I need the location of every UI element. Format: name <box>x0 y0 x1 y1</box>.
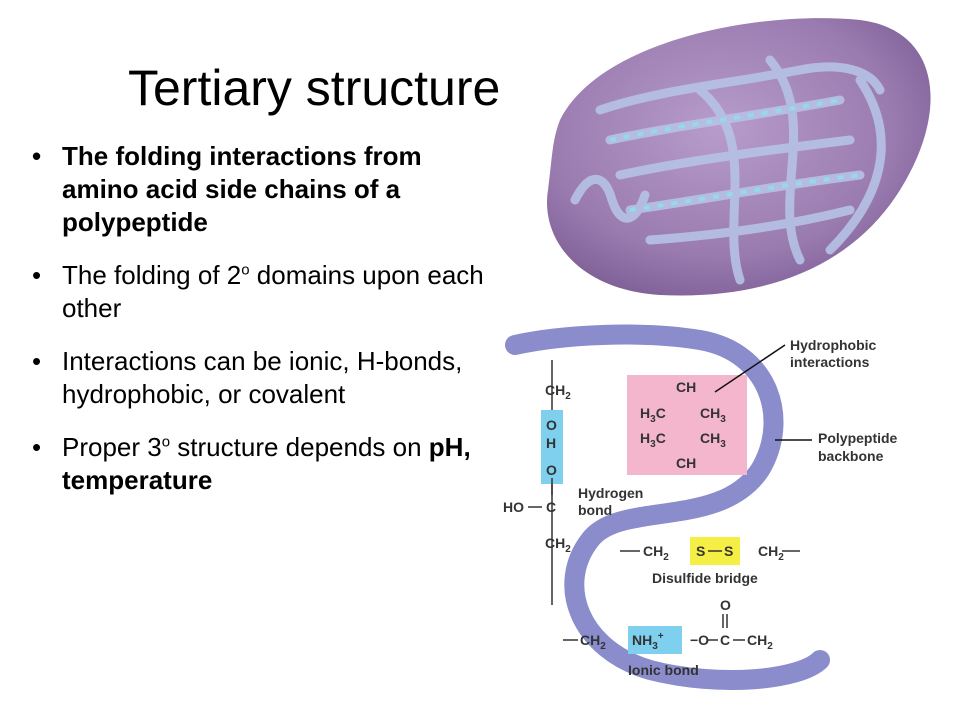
label-hydrophobic-1: Hydrophobic <box>790 337 877 353</box>
bullet-4-post: structure depends on <box>170 432 429 462</box>
bullet-2-sup: o <box>241 261 250 279</box>
bullet-4-sup: o <box>161 433 171 451</box>
hbond-box <box>541 410 563 484</box>
label-hydrogen-2: bond <box>578 502 612 518</box>
label-hydrophobic-2: interactions <box>790 354 870 370</box>
chem-s-1: S <box>696 543 705 559</box>
chem-o-2: O <box>546 462 557 478</box>
label-hydrogen-1: Hydrogen <box>578 485 643 501</box>
label-disulfide: Disulfide bridge <box>652 570 758 586</box>
chem-ch-top: CH <box>676 379 696 395</box>
chem-ch2-ionic-right: CH2 <box>747 632 773 652</box>
chem-neg-o: −O <box>690 632 709 648</box>
bullet-3-text: Interactions can be ionic, H-bonds, hydr… <box>62 346 463 409</box>
slide-title: Tertiary structure <box>128 60 501 116</box>
polypeptide-backbone <box>505 324 830 690</box>
chem-h: H <box>546 435 556 451</box>
chem-ch3-1: CH3 <box>700 405 726 425</box>
bullet-4: Proper 3o structure depends on pH, tempe… <box>32 431 502 497</box>
bullet-2: The folding of 2o domains upon each othe… <box>32 259 502 325</box>
chem-o-1: O <box>546 417 557 433</box>
chem-nh3: NH3+ <box>632 631 664 652</box>
ionic-box <box>628 626 682 654</box>
chem-ch2-ionic-left: CH2 <box>580 632 606 652</box>
bullet-1: The folding interactions from amino acid… <box>32 140 502 239</box>
chem-h3c-1: H3C <box>640 405 666 425</box>
bullet-4-pre: Proper 3 <box>62 432 162 462</box>
chem-ch2-ds-left: CH2 <box>643 543 669 563</box>
chem-ho: HO <box>503 499 524 515</box>
chem-c: C <box>546 499 556 515</box>
label-ionic: Ionic bond <box>628 662 699 678</box>
chem-o-ionic: O <box>720 597 731 613</box>
chem-ch-bottom: CH <box>676 455 696 471</box>
label-backbone-2: backbone <box>818 448 884 464</box>
bullet-4-bold: pH, temperature <box>62 432 471 495</box>
bullet-1-text: The folding interactions from amino acid… <box>62 141 422 237</box>
chem-s-2: S <box>724 543 733 559</box>
bullet-2-pre: The folding of 2 <box>62 260 242 290</box>
bullet-3: Interactions can be ionic, H-bonds, hydr… <box>32 345 502 411</box>
chem-c-ionic: C <box>720 632 730 648</box>
chem-ch3-2: CH3 <box>700 430 726 450</box>
hydrophobic-box <box>627 375 747 475</box>
chem-ch2-ds-right: CH2 <box>758 543 784 563</box>
chem-ch2-top: CH2 <box>545 382 571 402</box>
label-backbone-1: Polypeptide <box>818 430 898 446</box>
bullet-list: The folding interactions from amino acid… <box>32 140 502 517</box>
chem-h3c-2: H3C <box>640 430 666 450</box>
bullet-2-post: domains upon each other <box>62 260 484 323</box>
chem-ch2-lower: CH2 <box>545 535 571 555</box>
